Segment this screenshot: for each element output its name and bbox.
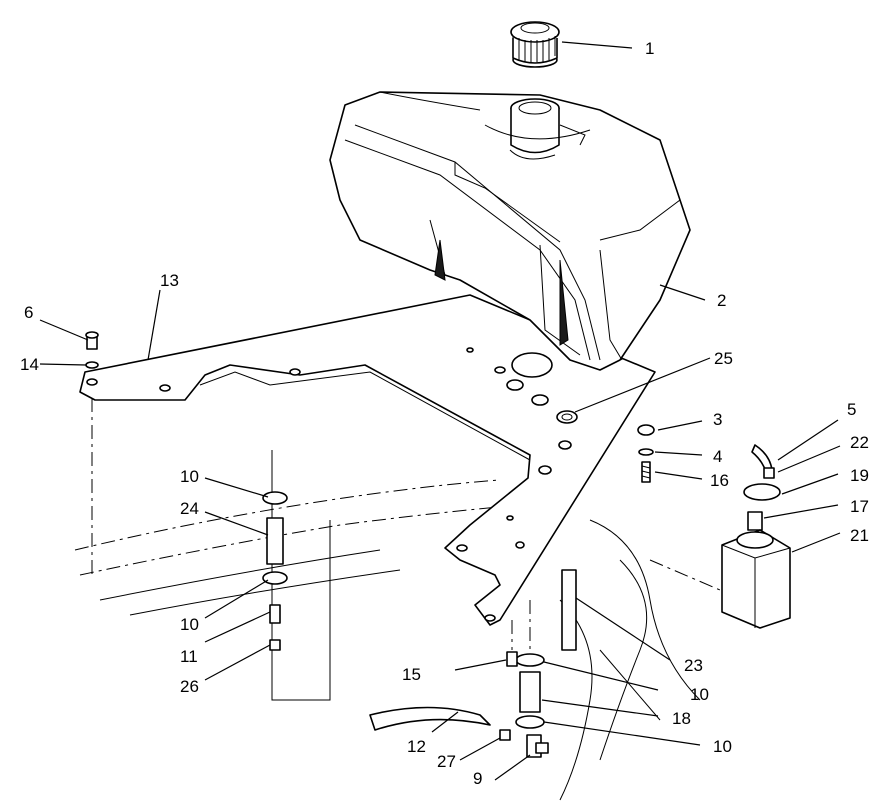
frame-outlines — [74, 479, 761, 801]
callout-10-b: 10 — [180, 615, 199, 634]
callout-25: 25 — [714, 349, 733, 368]
callout-24: 24 — [180, 499, 199, 518]
callout-4: 4 — [713, 447, 722, 466]
callout-15: 15 — [402, 665, 421, 684]
callout-10-c: 10 — [690, 685, 709, 704]
callout-12: 12 — [407, 737, 426, 756]
right-hose-assembly — [369, 569, 577, 758]
callout-16: 16 — [710, 471, 729, 490]
callout-9: 9 — [473, 769, 482, 788]
left-hose-assembly — [262, 450, 331, 701]
callout-27: 27 — [437, 752, 456, 771]
callout-22: 22 — [850, 433, 869, 452]
callout-23: 23 — [684, 656, 703, 675]
callout-14: 14 — [20, 355, 39, 374]
callout-17: 17 — [850, 497, 869, 516]
callout-21: 21 — [850, 526, 869, 545]
callout-1: 1 — [645, 39, 654, 58]
mounting-plate — [79, 294, 656, 626]
callout-19: 19 — [850, 466, 869, 485]
fuel-tank — [329, 91, 691, 371]
callout-10-a: 10 — [180, 467, 199, 486]
callout-2: 2 — [717, 291, 726, 310]
left-bolt — [85, 331, 99, 575]
vent-and-canister — [721, 444, 791, 629]
callout-13: 13 — [160, 271, 179, 290]
callout-6: 6 — [24, 303, 33, 322]
callout-labels: 1 2 3 4 5 6 9 10 10 10 10 11 12 13 14 15… — [20, 39, 869, 788]
callout-10-d: 10 — [713, 737, 732, 756]
callout-5: 5 — [847, 400, 856, 419]
leader-lines — [39, 41, 841, 781]
callout-3: 3 — [713, 410, 722, 429]
grommet-and-fasteners — [556, 410, 655, 483]
callout-18: 18 — [672, 709, 691, 728]
callout-11: 11 — [180, 647, 198, 666]
callout-26: 26 — [180, 677, 199, 696]
fuel-cap — [510, 21, 560, 68]
